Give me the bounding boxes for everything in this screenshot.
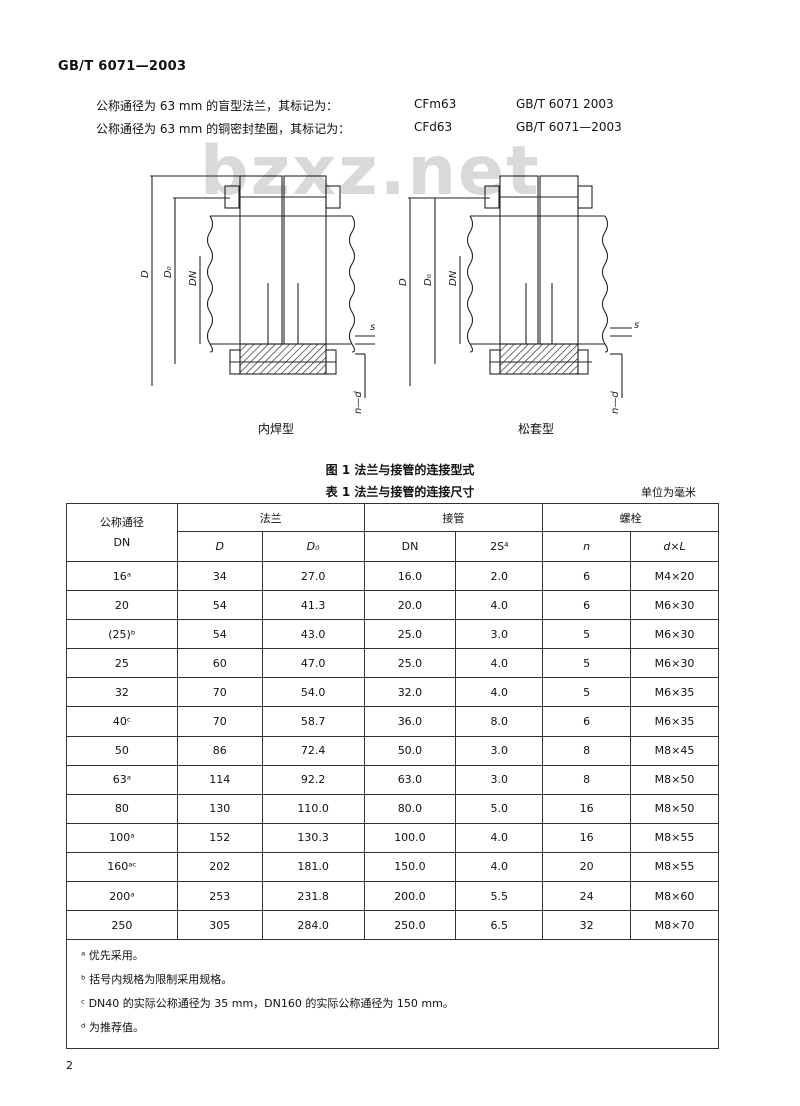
dim-label-DN: DN	[448, 270, 459, 286]
marking-standard: GB/T 6071—2003	[516, 120, 622, 134]
note-a: ᵃ 优先采用。	[81, 949, 144, 963]
header-flange: 法兰	[176, 503, 365, 532]
header-s: 2S⁴	[455, 531, 544, 562]
header-bolt: 螺栓	[542, 503, 719, 532]
note-d: ᵈ 为推荐值。	[81, 1021, 144, 1035]
marking-code: CFd63	[414, 120, 453, 134]
right-view	[408, 175, 632, 398]
table-notes: ᵃ 优先采用。 ᵇ 括号内规格为限制采用规格。 ᶜ DN40 的实际公称通径为 …	[66, 939, 719, 1050]
dim-label-s: s	[370, 322, 375, 333]
flange-drawing: D D₀ DN s n—d D D₀ DN s n—d	[140, 175, 639, 414]
marking-text: 公称通径为 63 mm 的盲型法兰，其标记为：	[96, 99, 339, 113]
caption-loose-type: 松套型	[518, 422, 555, 436]
header-dl: d×L	[630, 531, 719, 562]
marking-standard: GB/T 6071 2003	[516, 97, 614, 111]
dim-label-DN: DN	[188, 270, 199, 286]
dim-label-s: s	[634, 320, 639, 331]
dim-label-nd: n—d	[353, 391, 364, 414]
note-c: ᶜ DN40 的实际公称通径为 35 mm，DN160 的实际公称通径为 150…	[81, 997, 454, 1011]
header-pipe: 接管	[363, 503, 544, 532]
dim-label-D: D	[398, 278, 409, 286]
dim-label-nd: n—d	[610, 391, 621, 414]
header-pipe-dn: DN	[363, 531, 457, 562]
figure-title: 图 1 法兰与接管的连接型式	[325, 463, 475, 477]
dim-label-D: D	[140, 270, 151, 278]
marking-text: 公称通径为 63 mm 的铜密封垫圈，其标记为：	[96, 122, 351, 136]
header-n: n	[542, 531, 632, 562]
standard-number: GB/T 6071—2003	[58, 59, 187, 74]
dim-label-D0: D₀	[423, 274, 434, 286]
marking-code: CFm63	[414, 97, 457, 111]
table-title: 表 1 法兰与接管的连接尺寸	[325, 485, 475, 499]
header-D: D	[176, 531, 263, 562]
caption-inner-weld: 内焊型	[258, 422, 295, 436]
header-nominal-diameter: 公称通径 DN	[66, 503, 178, 562]
page-number: 2	[66, 1059, 73, 1072]
left-view	[150, 175, 375, 398]
table-notes-row: ᵃ 优先采用。 ᵇ 括号内规格为限制采用规格。 ᶜ DN40 的实际公称通径为 …	[66, 939, 719, 1050]
dim-label-D0: D₀	[163, 266, 174, 278]
units-note: 单位为毫米	[641, 486, 696, 499]
note-b: ᵇ 括号内规格为限制采用规格。	[81, 973, 233, 987]
header-D0: D₀	[261, 531, 365, 562]
